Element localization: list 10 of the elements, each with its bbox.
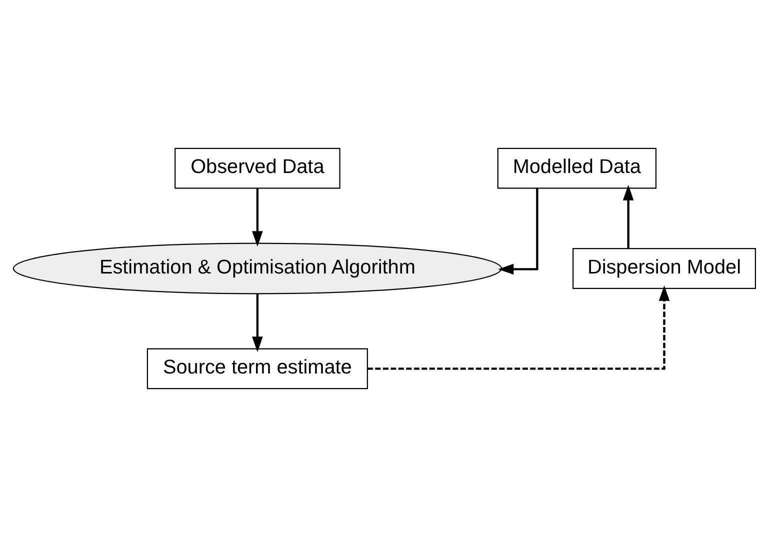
arrow	[498, 188, 538, 274]
node-box: Modelled Data	[497, 147, 656, 188]
arrow	[368, 284, 670, 370]
node-ellipse: Estimation & Optimisation Algorithm	[12, 242, 502, 294]
node-box: Observed Data	[174, 147, 340, 188]
arrow	[622, 184, 634, 248]
node-box: Source term estimate	[146, 348, 368, 389]
arrow	[252, 293, 263, 352]
node-box: Dispersion Model	[572, 248, 756, 288]
arrow	[252, 188, 263, 246]
